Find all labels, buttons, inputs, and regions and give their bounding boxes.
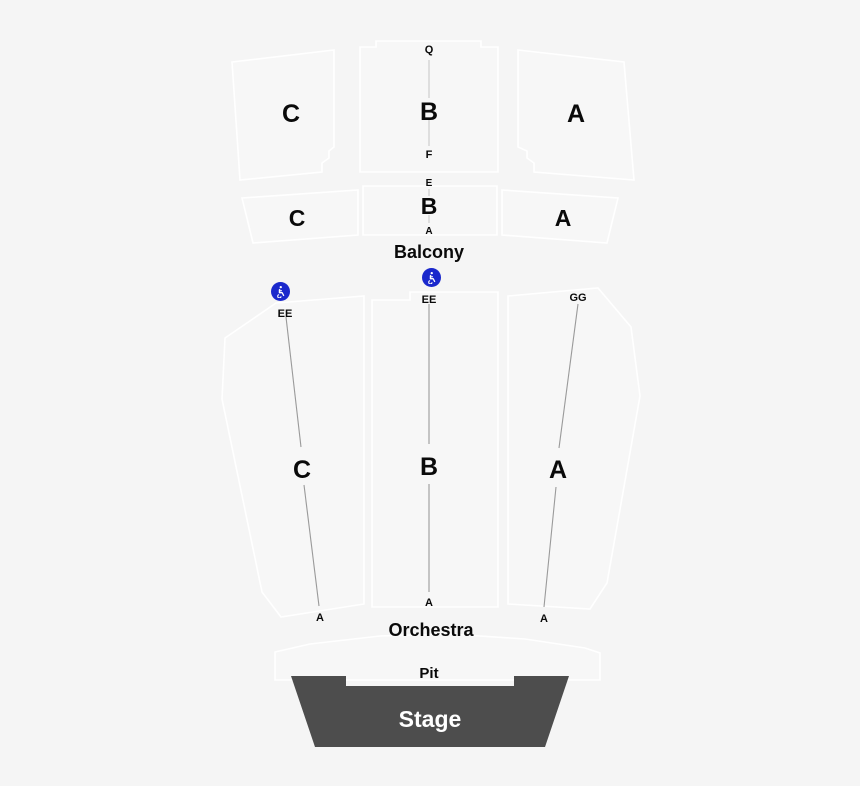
stage-area-label: Stage xyxy=(399,706,462,732)
orchestra-a-row-bottom-label: A xyxy=(540,613,548,625)
balcony-lower-section-b-label: B xyxy=(421,193,438,219)
balcony-lower-section-c-label: C xyxy=(289,205,306,231)
pit-area-label: Pit xyxy=(419,665,438,682)
orchestra-section-b[interactable] xyxy=(371,291,499,608)
balcony-lower-section-b[interactable] xyxy=(362,185,498,236)
balcony-upper-section-c[interactable] xyxy=(231,49,335,181)
balcony-upper-b-row-top-label: Q xyxy=(425,44,434,56)
balcony-upper-section-b[interactable] xyxy=(359,40,499,173)
balcony-lower-b-row-top-label: E xyxy=(426,178,433,189)
stage-shape xyxy=(291,676,569,747)
orchestra-c-row-top-label: EE xyxy=(278,308,293,320)
orchestra-c-row-line-top xyxy=(285,316,302,448)
wheelchair-icon xyxy=(274,285,287,298)
orchestra-a-row-line-bottom xyxy=(543,486,557,608)
balcony-upper-section-c-label: C xyxy=(282,100,300,128)
balcony-lower-section-c[interactable] xyxy=(240,189,359,244)
accessible-badge-orchestra-c[interactable] xyxy=(271,282,290,301)
accessible-badge-orchestra-b[interactable] xyxy=(422,268,441,287)
orchestra-section-c[interactable] xyxy=(221,295,365,618)
balcony-upper-section-b-label: B xyxy=(420,98,438,126)
balcony-lower-section-a-label: A xyxy=(555,205,572,231)
balcony-upper-section-a[interactable] xyxy=(517,49,635,181)
orchestra-a-row-top-label: GG xyxy=(569,292,586,304)
wheelchair-icon xyxy=(425,271,438,284)
orchestra-section-a[interactable] xyxy=(507,287,641,610)
orchestra-area-label: Orchestra xyxy=(388,620,474,640)
balcony-lower-section-a[interactable] xyxy=(501,189,620,244)
orchestra-b-row-bottom-label: A xyxy=(425,597,433,609)
orchestra-section-c-label: C xyxy=(293,456,311,484)
balcony-area-label: Balcony xyxy=(394,242,464,262)
balcony-upper-section-a-label: A xyxy=(567,100,585,128)
orchestra-c-row-line-bottom xyxy=(303,484,320,607)
balcony-upper-b-row-bottom-label: F xyxy=(426,149,433,161)
orchestra-section-a-label: A xyxy=(549,456,567,484)
orchestra-section-b-label: B xyxy=(420,453,438,481)
balcony-lower-b-row-bottom-label: A xyxy=(425,226,432,237)
orchestra-b-row-top-label: EE xyxy=(422,294,437,306)
pit-section[interactable] xyxy=(274,633,601,681)
orchestra-c-row-bottom-label: A xyxy=(316,612,324,624)
orchestra-a-row-line-top xyxy=(558,303,579,449)
